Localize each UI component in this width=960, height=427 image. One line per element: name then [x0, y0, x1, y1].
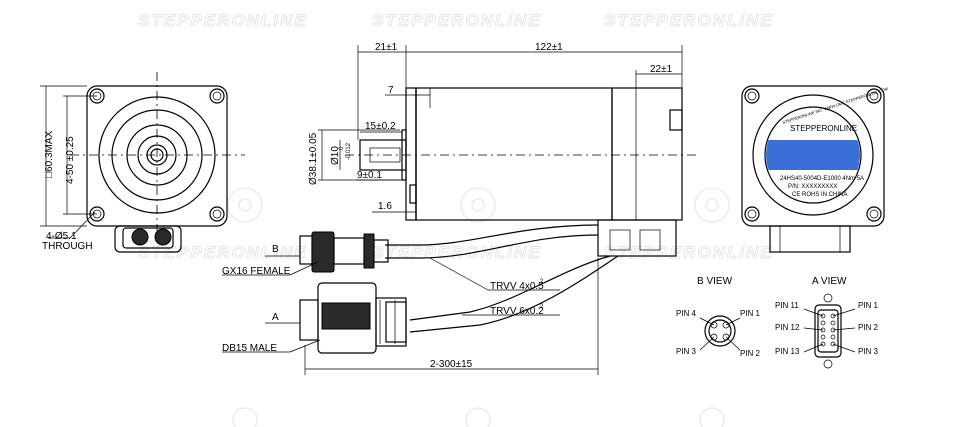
a-pin2: PIN 2 — [858, 323, 879, 332]
front-view: □60.3MAX 4-50 ±0.25 4-Ø5.1 THROUGH — [40, 72, 245, 253]
dim-10-tol-up: 0 — [339, 146, 345, 150]
b-view-title: B VIEW — [697, 276, 733, 287]
a-view-title: A VIEW — [812, 276, 847, 287]
dim-10-tol-down: -0.012 — [346, 142, 352, 160]
mount-hole — [866, 88, 882, 104]
label-model: 24HS40-5004D-E1000 4Nm 5A — [780, 176, 864, 182]
dim-10: Ø10 — [330, 146, 341, 165]
a-pin1: PIN 1 — [858, 301, 879, 310]
label-trvv6-sup: 2 — [540, 304, 544, 310]
label-origin: CE ROHS IN CHINA — [792, 192, 847, 198]
b-pin1: PIN 1 — [740, 309, 761, 318]
watermark-layer: STEPPERONLINE STEPPERONLINE STEPPERONLIN… — [138, 11, 774, 427]
rear-view: STEPPERONLINE 24HS40-5004D-E1000 4Nm 5A … — [741, 85, 889, 253]
db15-pin-grid — [820, 313, 836, 347]
mount-hole — [866, 206, 882, 222]
label-brand-band — [766, 140, 860, 170]
dim-122: 122±1 — [535, 42, 563, 53]
label-b: B — [272, 244, 279, 255]
dim-15: 15±0.2 — [365, 121, 396, 132]
label-gx16: GX16 FEMALE — [222, 266, 291, 277]
dim-22: 22±1 — [650, 64, 673, 75]
watermark-text: STEPPERONLINE — [372, 243, 542, 262]
mount-hole — [744, 206, 760, 222]
a-pin13: PIN 13 — [775, 347, 800, 356]
b-pin4: PIN 4 — [676, 309, 697, 318]
dim-21: 21±1 — [375, 42, 398, 53]
dim-through-label: THROUGH — [42, 241, 93, 252]
a-pin11: PIN 11 — [775, 301, 799, 310]
watermark-text: STEPPERONLINE — [138, 243, 308, 262]
b-pin3: PIN 3 — [676, 347, 697, 356]
dim-60-max: □60.3MAX — [44, 130, 55, 178]
watermark-text: STEPPERONLINE — [372, 11, 542, 30]
label-db15: DB15 MALE — [222, 343, 277, 354]
dim-7: 7 — [388, 85, 394, 96]
watermark-text: STEPPERONLINE — [604, 11, 774, 30]
watermark-text: STEPPERONLINE — [138, 11, 308, 30]
dim-through-holes: 4-Ø5.1 — [46, 231, 77, 242]
label-a: A — [272, 312, 279, 323]
label-trvv4-sup: 2 — [540, 279, 544, 285]
dim-9: 9±0.1 — [357, 170, 382, 181]
db15-connector — [299, 282, 407, 354]
b-pin2: PIN 2 — [740, 349, 761, 358]
a-pin12: PIN 12 — [775, 323, 800, 332]
dim-cable-length: 2-300±15 — [430, 359, 473, 370]
label-brand: STEPPERONLINE — [790, 124, 857, 133]
dim-1-6: 1.6 — [378, 201, 392, 212]
a-pin3: PIN 3 — [858, 347, 879, 356]
mount-hole — [209, 206, 225, 222]
b-view: B VIEW PIN 4 PIN 1 PIN 3 PIN 2 — [676, 276, 761, 358]
label-trvv6: TRVV 6x0.2 — [490, 306, 544, 317]
dim-38-1: Ø38.1±0.05 — [308, 132, 319, 185]
mount-hole — [209, 88, 225, 104]
dim-hole-spacing: 4-50 ±0.25 — [65, 136, 76, 184]
mount-hole — [744, 88, 760, 104]
watermark-text: STEPPERONLINE — [604, 243, 774, 262]
watermark-gear-icon — [227, 187, 730, 427]
a-view: A VIEW PIN 11 PIN 1 PIN 12 PIN 2 PIN 13 … — [775, 276, 879, 369]
label-pn: P/N: XXXXXXXXX — [788, 184, 837, 190]
label-trvv4: TRVV 4x0.5 — [490, 281, 544, 292]
side-view: 21±1 122±1 22±1 7 15±0.2 9±0.1 1.6 Ø38.1… — [308, 42, 700, 257]
cable-assembly: B A GX16 FEMALE DB15 MALE TRVV 4x0.5 2 T… — [222, 224, 619, 375]
